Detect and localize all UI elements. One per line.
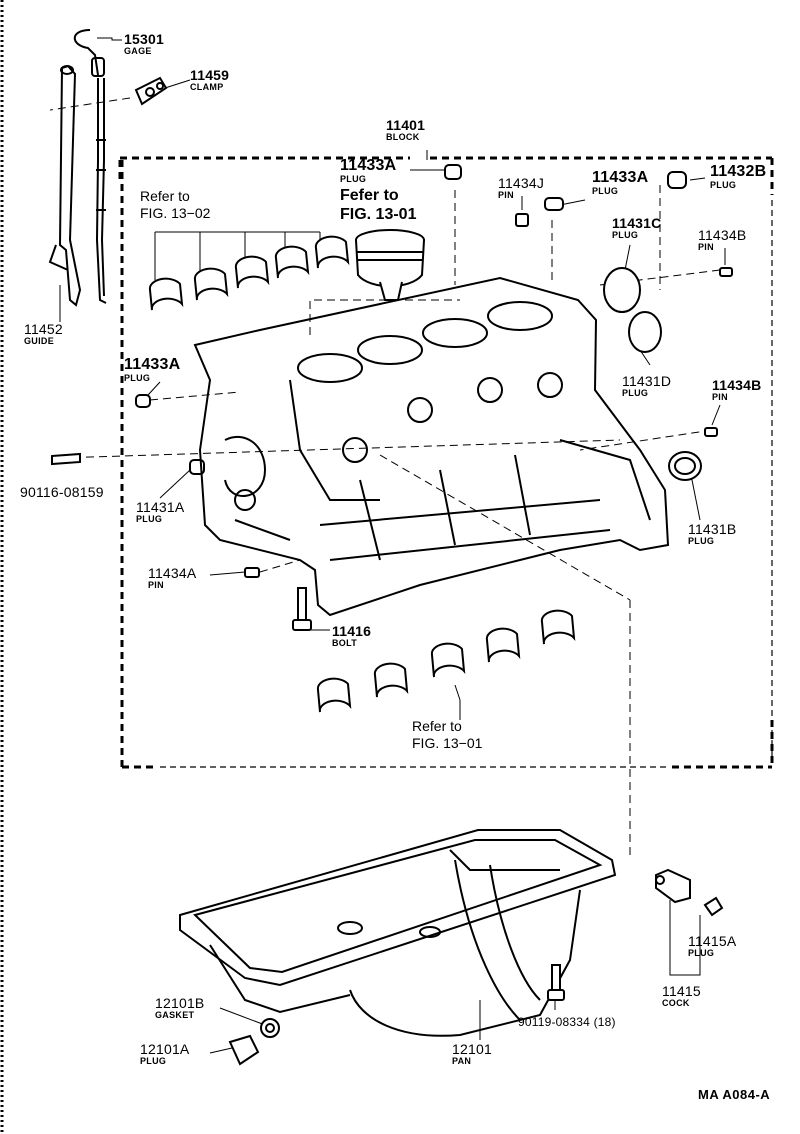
refer-line2: FIG. 13−01 (412, 735, 483, 751)
label-11452-guide: 11452 GUIDE (24, 322, 63, 346)
part-number: 12101A (140, 1041, 190, 1057)
part-number: 11459 (190, 67, 230, 83)
drain-cock (655, 868, 724, 917)
label-11401-block: 11401 BLOCK (386, 118, 425, 142)
piston (355, 229, 425, 301)
small-plugs-pins (51, 164, 733, 578)
part-number: 15301 (124, 31, 164, 47)
part-number: 11431A (136, 499, 185, 515)
refer-line2: FIG. 13-01 (340, 206, 417, 223)
part-name: GAGE (124, 46, 152, 56)
part-number: 11433A (592, 169, 649, 186)
refer-line1: Fefer to (340, 187, 399, 204)
part-number: 11415 (662, 983, 701, 999)
part-number: 11415A (688, 933, 737, 949)
label-90116-08159: 90116-08159 (20, 485, 104, 499)
part-name: PLUG (688, 948, 715, 958)
label-11415A-plug: 11415A PLUG (688, 934, 736, 958)
label-11433A-plug-left: 11433A PLUG (124, 357, 180, 383)
part-number: 11434B (698, 227, 747, 243)
part-number: 11431B (688, 521, 737, 537)
part-number: 12101B (155, 995, 205, 1011)
part-name: PLUG (124, 373, 151, 383)
label-12101A-plug: 12101A PLUG (140, 1042, 189, 1066)
label-11434B-pin-mid: 11434B PIN (712, 378, 761, 402)
part-name: GUIDE (24, 336, 55, 346)
part-number: 11431C (612, 215, 662, 231)
part-name: PIN (148, 580, 164, 590)
refer-line1: Refer to (412, 718, 462, 734)
label-11432B-plug: 11432B PLUG (710, 164, 766, 190)
gage-guide-tube (48, 64, 82, 307)
label-90119-08334: 90119-08334 (18) (518, 1016, 616, 1028)
part-number: 11434J (498, 175, 545, 191)
part-name: CLAMP (190, 82, 224, 92)
oil-pan (179, 829, 617, 1037)
label-11431B-plug: 11431B PLUG (688, 522, 736, 546)
part-name: PLUG (340, 174, 367, 184)
part-name: PIN (712, 392, 728, 402)
label-11434B-pin-top: 11434B PIN (698, 228, 746, 252)
part-name: PLUG (612, 230, 639, 240)
label-15301-gage: 15301 GAGE (124, 32, 164, 56)
part-name: GASKET (155, 1010, 195, 1020)
label-11433A-plug-right: 11433A PLUG (592, 170, 648, 196)
figure-code: MA A084-A (698, 1087, 771, 1102)
clamp (134, 76, 168, 106)
part-name: PAN (452, 1056, 472, 1066)
part-name: PIN (498, 190, 514, 200)
part-number: 11452 (24, 321, 63, 337)
drain-plug-gasket (228, 964, 565, 1066)
bearing-set-lower (316, 609, 576, 713)
label-11434J-pin: 11434J PIN (498, 176, 544, 200)
leader-lines (59, 37, 726, 1054)
label-11415-cock: 11415 COCK (662, 984, 701, 1008)
label-11434A-pin: 11434A PIN (148, 566, 196, 590)
label-12101B-gasket: 12101B GASKET (155, 996, 204, 1020)
label-11431C-plug: 11431C PLUG (612, 216, 661, 240)
part-name: BOLT (332, 638, 358, 648)
oil-level-gage (73, 29, 107, 304)
part-name: PLUG (592, 186, 619, 196)
part-number: 11432B (710, 163, 767, 180)
part-name: PLUG (710, 180, 737, 190)
part-number: 90116-08159 (20, 484, 104, 500)
part-number: 12101 (452, 1041, 492, 1057)
label-11433A-plug-top: 11433A PLUG (340, 158, 396, 184)
part-name: PLUG (688, 536, 715, 546)
part-name: PLUG (622, 388, 649, 398)
part-name: PLUG (136, 514, 163, 524)
label-11431D-plug: 11431D PLUG (622, 374, 671, 398)
refer-note-13-02: Refer to FIG. 13−02 (140, 188, 210, 222)
label-12101-pan: 12101 PAN (452, 1042, 492, 1066)
part-number: 11433A (340, 157, 397, 174)
cylinder-block (193, 276, 670, 617)
refer-line2: FIG. 13−02 (140, 205, 211, 221)
label-11431A-plug: 11431A PLUG (136, 500, 184, 524)
part-name: PLUG (140, 1056, 167, 1066)
part-number: 11434B (712, 377, 762, 393)
part-name: PIN (698, 242, 714, 252)
label-11416-bolt: 11416 BOLT (332, 624, 371, 648)
part-number: 90119-08334 (18) (518, 1015, 616, 1029)
relation-lines (49, 97, 721, 860)
part-number: 11434A (148, 565, 197, 581)
refer-line1: Refer to (140, 188, 190, 204)
part-name: COCK (662, 998, 690, 1008)
part-number: 11416 (332, 623, 372, 639)
part-name: BLOCK (386, 132, 420, 142)
part-number: 11433A (124, 356, 181, 373)
refer-note-13-01-top: Fefer to FIG. 13-01 (340, 186, 416, 224)
part-number: 11401 (386, 117, 426, 133)
bolt (292, 587, 312, 631)
refer-note-13-01-bottom: Refer to FIG. 13−01 (412, 718, 482, 752)
label-11459-clamp: 11459 CLAMP (190, 68, 229, 92)
bearing-set-upper (148, 235, 350, 311)
part-number: 11431D (622, 373, 672, 389)
